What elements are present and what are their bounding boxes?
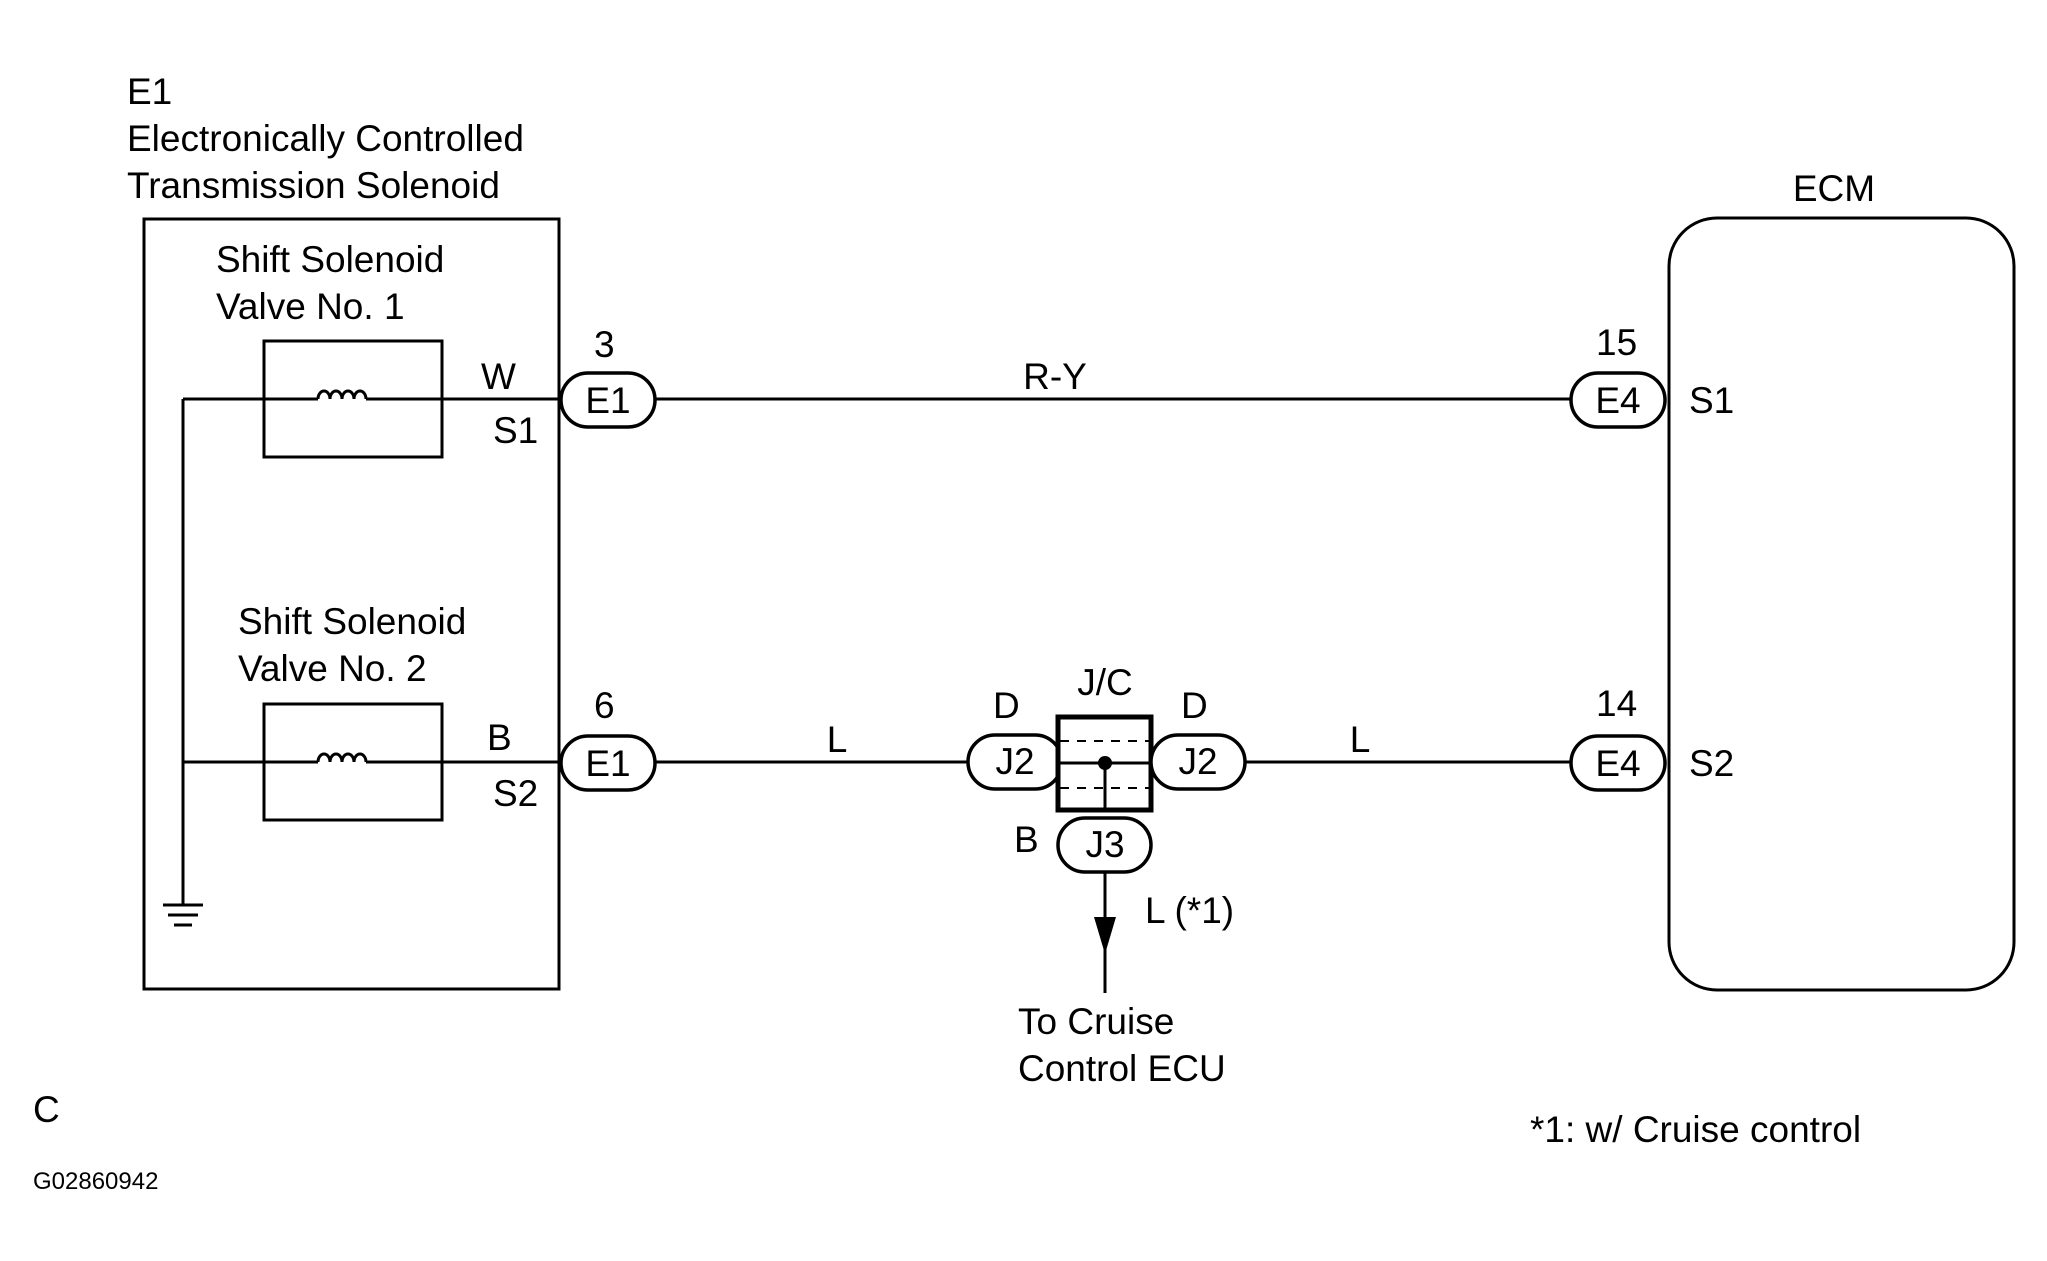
valve2-coil-icon (316, 752, 368, 763)
connector-e1-s2-label: E1 (585, 743, 630, 784)
valve2-name-line1: Shift Solenoid (238, 601, 466, 642)
junction-label: J/C (1077, 662, 1133, 703)
connector-e1-s2 (559, 734, 657, 792)
arrow-down-icon (1094, 917, 1116, 954)
ecm-box (1667, 216, 2016, 992)
valve1-pin: 3 (594, 324, 615, 365)
ecm-label: ECM (1793, 168, 1875, 209)
connector-j2-right (1149, 733, 1247, 791)
ecm-s2-pin: 14 (1596, 683, 1637, 724)
internal-wiring (181, 397, 561, 905)
component-name-line2: Transmission Solenoid (127, 165, 500, 206)
connector-j2-right-label: J2 (1178, 741, 1217, 782)
junction-bottom-pin: B (1014, 819, 1039, 860)
valve1-wire-color: W (481, 356, 516, 397)
wire-s1-color: R-Y (1023, 356, 1087, 397)
wire-s2-left-color: L (827, 719, 848, 760)
branch-wire-color: L (*1) (1145, 890, 1234, 931)
ecm-s1-pin: 15 (1596, 322, 1637, 363)
junction-right-pin: D (1181, 685, 1208, 726)
ground-icon (163, 903, 203, 927)
connector-e4-s2 (1569, 734, 1667, 792)
valve1-name-line1: Shift Solenoid (216, 239, 444, 280)
junction-node (1098, 756, 1112, 770)
valve2-terminal: S2 (493, 773, 538, 814)
connector-e4-s1-label: E4 (1595, 380, 1640, 421)
ecm-s2-terminal: S2 (1689, 743, 1734, 784)
figure-id: G02860942 (33, 1168, 158, 1195)
branch-dest-line1: To Cruise (1018, 1001, 1174, 1042)
ecm-s1-terminal: S1 (1689, 380, 1734, 421)
valve1-terminal: S1 (493, 410, 538, 451)
component-name-line1: Electronically Controlled (127, 118, 524, 159)
branch-dest-line2: Control ECU (1018, 1048, 1226, 1089)
connector-e4-s1 (1569, 371, 1667, 429)
footnote: *1: w/ Cruise control (1530, 1109, 1861, 1150)
connector-e4-s2-label: E4 (1595, 743, 1640, 784)
valve1-name-line2: Valve No. 1 (216, 286, 405, 327)
wire-s2-right-color: L (1350, 719, 1371, 760)
valve2-wire-color: B (487, 717, 512, 758)
junction-left-pin: D (993, 685, 1020, 726)
component-code: E1 (127, 71, 172, 112)
connector-e1-s1-label: E1 (585, 380, 630, 421)
connector-j2-left-label: J2 (995, 741, 1034, 782)
valve2-name-line2: Valve No. 2 (238, 648, 427, 689)
corner-letter: C (33, 1089, 60, 1130)
connector-j3-label: J3 (1085, 824, 1124, 865)
valve2-pin: 6 (594, 685, 615, 726)
connector-e1-s1 (559, 371, 657, 429)
valve1-coil-icon (316, 389, 368, 400)
junction-internal (1060, 740, 1149, 810)
